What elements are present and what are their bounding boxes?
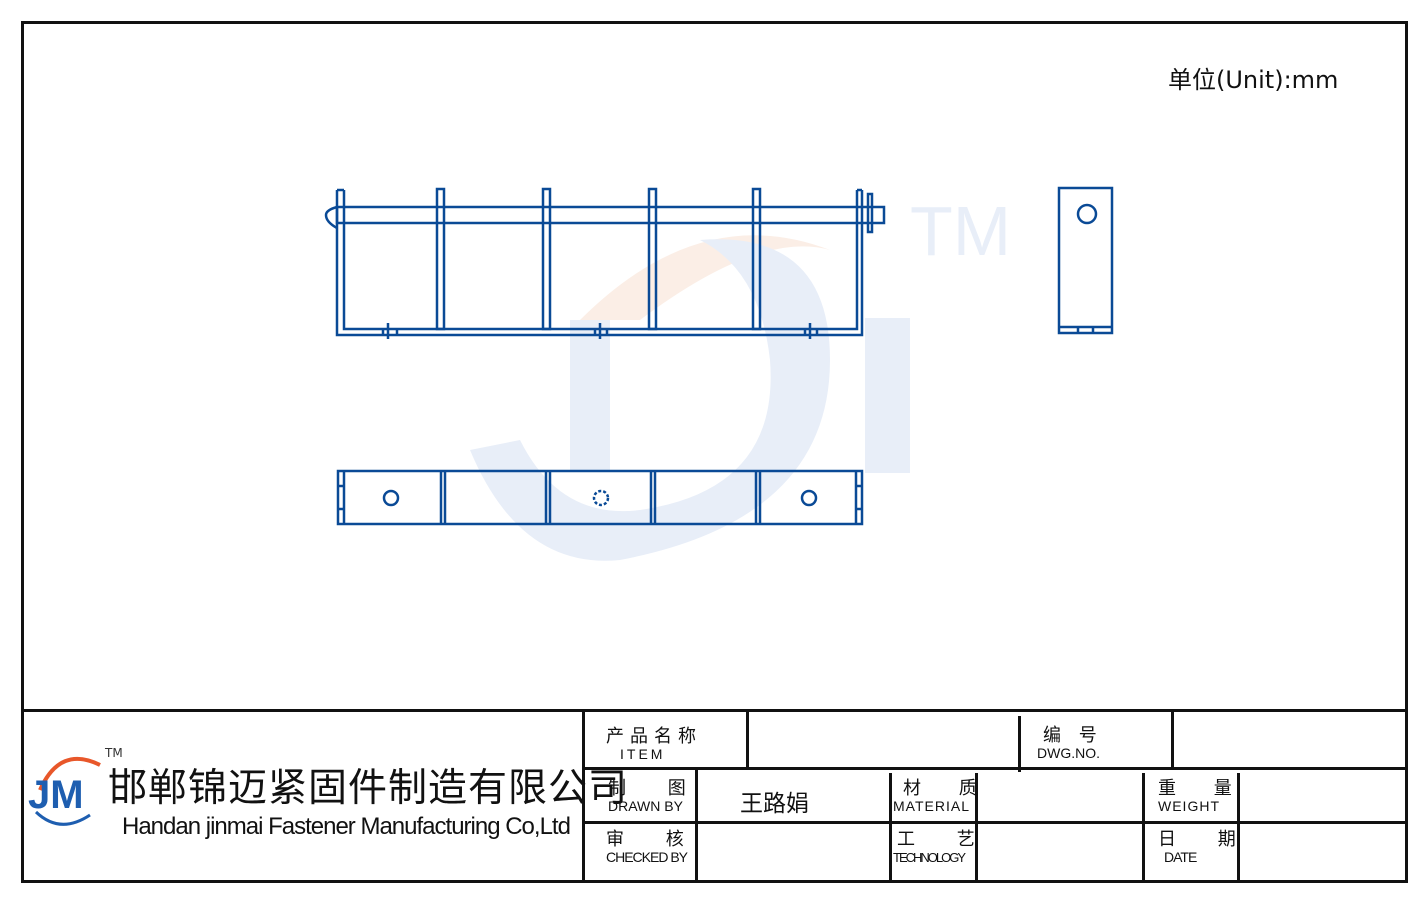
divider: [975, 773, 978, 881]
svg-text:JM: JM: [28, 773, 84, 817]
drawn-by-label: 制 图 DRAWN BY: [608, 778, 704, 814]
divider: [582, 821, 1406, 824]
company-name-cn: 邯郸锦迈紧固件制造有限公司: [108, 766, 629, 811]
drawing-frame: [21, 21, 1408, 883]
divider: [746, 711, 749, 769]
company-name-en: Handan jinmai Fastener Manufacturing Co,…: [122, 813, 571, 840]
item-label: 产品名称 ITEM: [606, 726, 702, 762]
watermark: TM: [470, 192, 1011, 561]
weight-label: 重 量 WEIGHT: [1158, 778, 1248, 814]
checked-by-label: 审 核 CHECKED BY: [606, 829, 702, 865]
svg-text:TM: TM: [910, 192, 1011, 270]
divider: [1018, 716, 1021, 772]
divider: [1237, 773, 1240, 881]
unit-label: 单位(Unit):mm: [1168, 66, 1339, 94]
date-label: 日 期 DATE: [1158, 829, 1254, 865]
divider: [582, 767, 1406, 770]
divider: [889, 773, 892, 881]
material-label: 材 质 MATERIAL: [893, 778, 993, 814]
front-view: [324, 187, 886, 339]
company-logo: JM: [28, 756, 101, 826]
divider: [1171, 711, 1174, 769]
drawn-by-value: 王路娟: [740, 791, 809, 817]
side-view: [1057, 186, 1114, 335]
dwg-no-label: 编 号 DWG.NO.: [1037, 725, 1103, 761]
top-view: [336, 469, 864, 526]
divider: [695, 769, 698, 881]
divider: [582, 711, 585, 881]
trademark: TM: [105, 746, 123, 760]
technology-label: 工 艺 TECHNOLOGY: [893, 829, 993, 866]
divider: [1142, 773, 1145, 881]
title-block: [21, 709, 1406, 884]
